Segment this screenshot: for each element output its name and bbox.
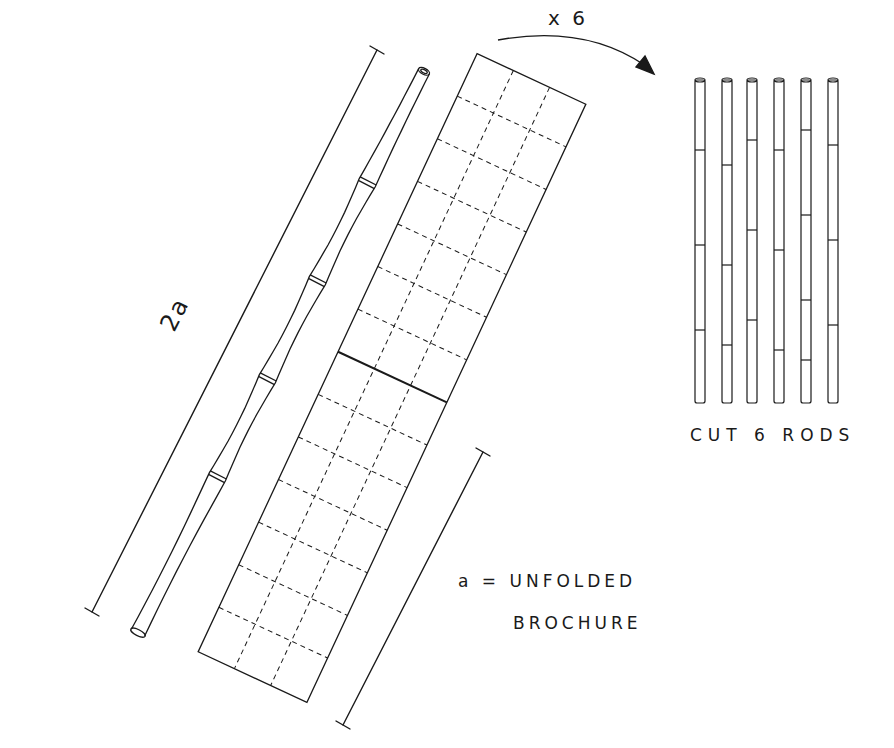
fold-line	[219, 607, 328, 658]
rod-joint	[747, 229, 757, 230]
rod	[722, 80, 732, 403]
rod	[774, 80, 784, 403]
brochure-outline	[198, 54, 586, 703]
cut-line	[338, 352, 447, 403]
multiplier-label: x 6	[548, 6, 588, 30]
fold-line	[398, 224, 507, 275]
rod-joint	[828, 324, 838, 325]
pole-joint	[258, 376, 274, 384]
cut-rods	[695, 78, 838, 403]
fold-line	[318, 394, 427, 445]
rod-end	[801, 78, 811, 82]
fold-line	[358, 309, 467, 360]
dimension-line	[92, 50, 377, 612]
rod-joint	[722, 164, 732, 165]
fold-line	[417, 181, 526, 232]
rod-joint	[695, 149, 705, 150]
pole-joint	[310, 275, 326, 283]
rod-joint	[747, 139, 757, 140]
rod-joint	[722, 344, 732, 345]
rod	[695, 80, 705, 403]
dimension-tick	[85, 608, 99, 616]
pole-joint	[260, 373, 276, 381]
fold-line	[271, 87, 550, 685]
fold-line	[298, 437, 407, 488]
rod-joint	[828, 239, 838, 240]
pole-joint	[209, 474, 225, 482]
fold-line	[378, 267, 487, 318]
dimension-lines	[85, 46, 490, 729]
rod-joint	[801, 129, 811, 130]
dimension-tick	[336, 721, 350, 729]
rod	[801, 80, 811, 403]
brochure-strip	[198, 54, 586, 703]
fold-line	[259, 522, 368, 573]
rod-end	[722, 78, 732, 82]
rod-joint	[801, 299, 811, 300]
fold-line	[278, 480, 387, 531]
dimension-tick	[370, 46, 384, 54]
rod	[747, 80, 757, 403]
pole-end	[417, 66, 430, 77]
pole-joint	[308, 278, 324, 286]
fold-line	[437, 139, 546, 190]
pole-side	[143, 74, 432, 637]
bamboo-pole	[129, 65, 434, 640]
dimension-note: a = UNFOLDED BROCHURE	[458, 560, 698, 644]
rod-joint	[774, 149, 784, 150]
rod-joint	[774, 249, 784, 250]
rod-joint	[722, 264, 732, 265]
rod-joint	[774, 349, 784, 350]
dimension-label: 2a	[154, 293, 195, 336]
dimension-tick	[476, 448, 490, 456]
rod-joint	[695, 244, 705, 245]
rod-joint	[801, 214, 811, 215]
pole-end	[130, 626, 147, 639]
pole-joint	[210, 471, 226, 479]
rod-end	[774, 78, 784, 82]
rod-end	[695, 78, 705, 82]
pole-hole	[420, 68, 428, 74]
rod	[828, 80, 838, 403]
rod-end	[747, 78, 757, 82]
curved-arrow	[498, 36, 646, 66]
multiply-arrow	[498, 36, 654, 74]
fold-line	[239, 565, 348, 616]
rod-joint	[828, 144, 838, 145]
instruction-label: CUT 6 RODS	[690, 425, 855, 445]
pole-joint	[358, 180, 374, 188]
pole-joint	[360, 177, 376, 185]
arrow-head	[636, 56, 654, 74]
rod-joint	[695, 329, 705, 330]
fold-line	[457, 96, 566, 147]
rod-joint	[801, 359, 811, 360]
rod-joint	[747, 319, 757, 320]
rod-end	[828, 78, 838, 82]
pole-side	[130, 67, 419, 630]
